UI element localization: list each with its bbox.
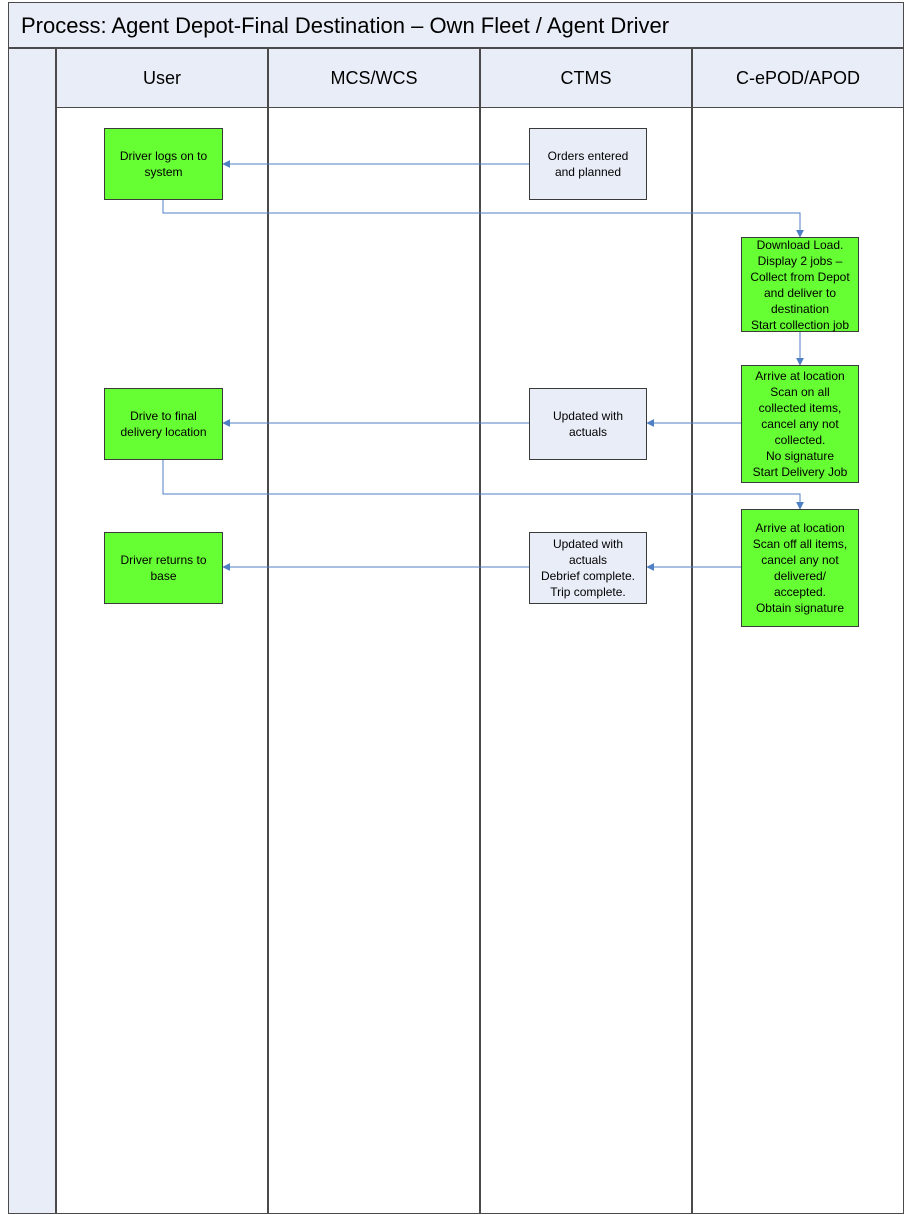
box-download-load: Download Load. Display 2 jobs – Collect … [741,237,859,332]
lane-header-c-epod-apod: C-ePOD/APOD [693,49,903,108]
box-arrive-scan-off: Arrive at location Scan off all items, c… [741,509,859,627]
lane-user: User [56,48,268,1214]
box-arrive-scan-on: Arrive at location Scan on all collected… [741,365,859,483]
lane-mcs-wcs: MCS/WCS [268,48,480,1214]
box-drive-final: Drive to final delivery location [104,388,223,460]
box-updated-actuals-1: Updated with actuals [529,388,647,460]
lane-header-mcs-wcs: MCS/WCS [269,49,479,108]
left-strip [8,48,56,1214]
box-orders-entered: Orders entered and planned [529,128,647,200]
lane-c-epod-apod: C-ePOD/APOD [692,48,904,1214]
lane-header-ctms: CTMS [481,49,691,108]
lane-header-user: User [57,49,267,108]
box-driver-logs-on: Driver logs on to system [104,128,223,200]
box-updated-actuals-2: Updated with actuals Debrief complete. T… [529,532,647,604]
title-band: Process: Agent Depot-Final Destination –… [8,2,904,48]
box-driver-returns: Driver returns to base [104,532,223,604]
lane-ctms: CTMS [480,48,692,1214]
diagram-title: Process: Agent Depot-Final Destination –… [21,13,670,38]
